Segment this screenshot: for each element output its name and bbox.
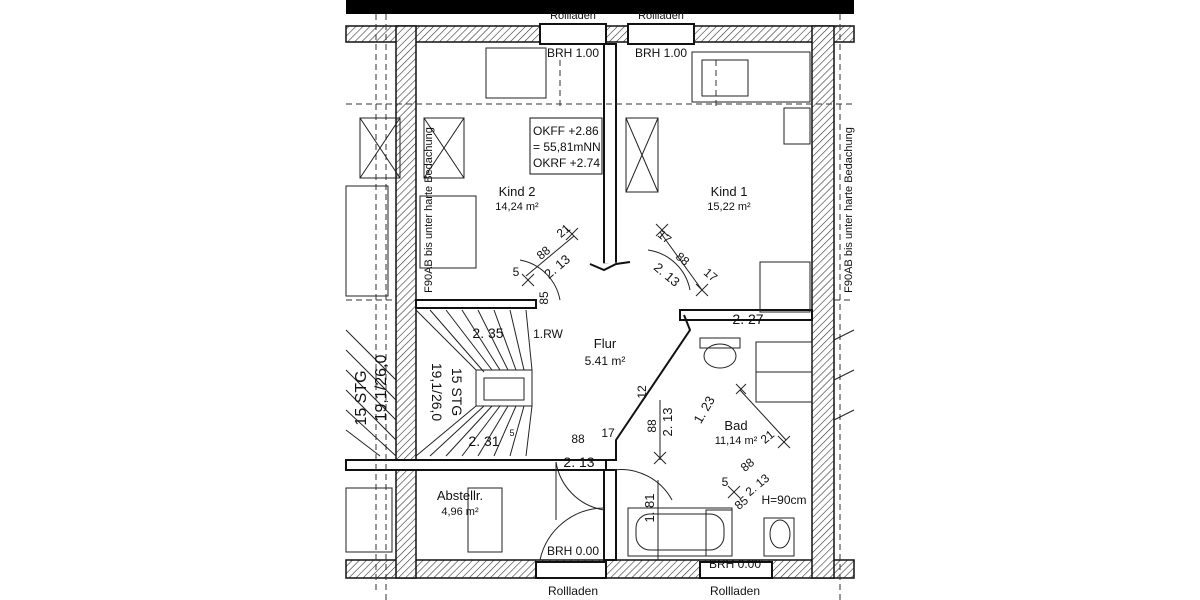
brh-top-left: BRH 1.00 <box>547 46 599 60</box>
room-bad-area: 11,14 m² <box>715 435 758 447</box>
dim-885-flur: 88 <box>571 432 585 446</box>
dim-213-bad: 2. 13 <box>660 408 675 437</box>
dim-885-kind1: 88 <box>673 249 692 269</box>
dim-175-kind1-bottom: 17 <box>701 265 720 285</box>
room-bad-name: Bad <box>724 418 747 433</box>
construction-lines <box>346 14 854 600</box>
dim-215-kind2: 21 <box>554 221 573 241</box>
side-label-left: F90AB bis unter harte Bedachung <box>423 127 435 293</box>
door-swings <box>519 249 691 561</box>
stair-rw: 1.RW <box>533 327 563 341</box>
room-kind1-area: 15,22 m² <box>707 201 751 213</box>
dim-885-kind2: 88 <box>534 243 553 263</box>
furniture <box>345 47 811 553</box>
dimension-ticks <box>521 223 791 560</box>
dim-231: 2. 31 <box>468 433 499 449</box>
dim-5-kind2: 5 <box>513 265 520 279</box>
dim-85-kind2: 85 <box>537 291 551 305</box>
brh-top-right: BRH 1.00 <box>635 46 687 60</box>
stair-inner-ratio: 19,1/26,0 <box>429 363 445 422</box>
interior-walls <box>345 43 813 561</box>
stair-inner-label: 15 STG <box>449 368 465 416</box>
dim-181: 1. 81 <box>642 494 657 523</box>
dim-5-bath: 5 <box>722 475 729 489</box>
dim-h90: H=90cm <box>761 493 806 507</box>
dim-215-bad: 21 <box>758 427 777 447</box>
bath-fixtures <box>627 337 813 557</box>
rollladen-top-right: Rollladen <box>638 10 684 22</box>
dim-sup-5: 5 <box>509 428 514 438</box>
dim-227: 2. 27 <box>732 311 763 327</box>
rollladen-bottom-left: Rollladen <box>548 584 598 598</box>
side-label-right: F90AB bis unter harte Bedachung <box>843 127 855 293</box>
dim-125: 12 <box>635 385 649 399</box>
stairs <box>345 309 855 457</box>
stair-left-ratio: 19,1/26,0 <box>373 355 390 422</box>
dim-885-bad: 88 <box>645 419 659 433</box>
room-kind2-area: 14,24 m² <box>495 201 539 213</box>
outer-walls <box>345 23 855 579</box>
dim-235: 2. 35 <box>472 325 503 341</box>
rollladen-bottom-right: Rollladen <box>710 584 760 598</box>
room-flur-area: 5.41 m² <box>585 354 626 368</box>
brh-bottom-left: BRH 0.00 <box>547 544 599 558</box>
room-abstell-name: Abstellr. <box>437 488 483 503</box>
dim-175-flur: 17 <box>601 426 615 440</box>
room-kind1-name: Kind 1 <box>711 184 748 199</box>
level-line-2: = 55,81mNN <box>533 140 601 154</box>
top-band <box>346 0 854 14</box>
stair-left-label: 15 STG <box>353 370 370 425</box>
room-abstell-area: 4,96 m² <box>441 506 479 518</box>
dim-213-flur: 2. 13 <box>563 454 594 470</box>
room-flur-name: Flur <box>594 336 617 351</box>
level-box <box>529 117 603 175</box>
dim-885-bath: 88 <box>738 455 757 475</box>
brh-bottom-right: BRH 0.00 <box>709 557 761 571</box>
dim-123: 1. 23 <box>690 393 717 426</box>
level-line-3: OKRF +2.74 <box>533 156 600 170</box>
room-kind2-name: Kind 2 <box>499 184 536 199</box>
rollladen-top-left: Rollladen <box>550 10 596 22</box>
dim-175-kind1-top: 17 <box>655 227 674 247</box>
level-line-1: OKFF +2.86 <box>533 124 599 138</box>
